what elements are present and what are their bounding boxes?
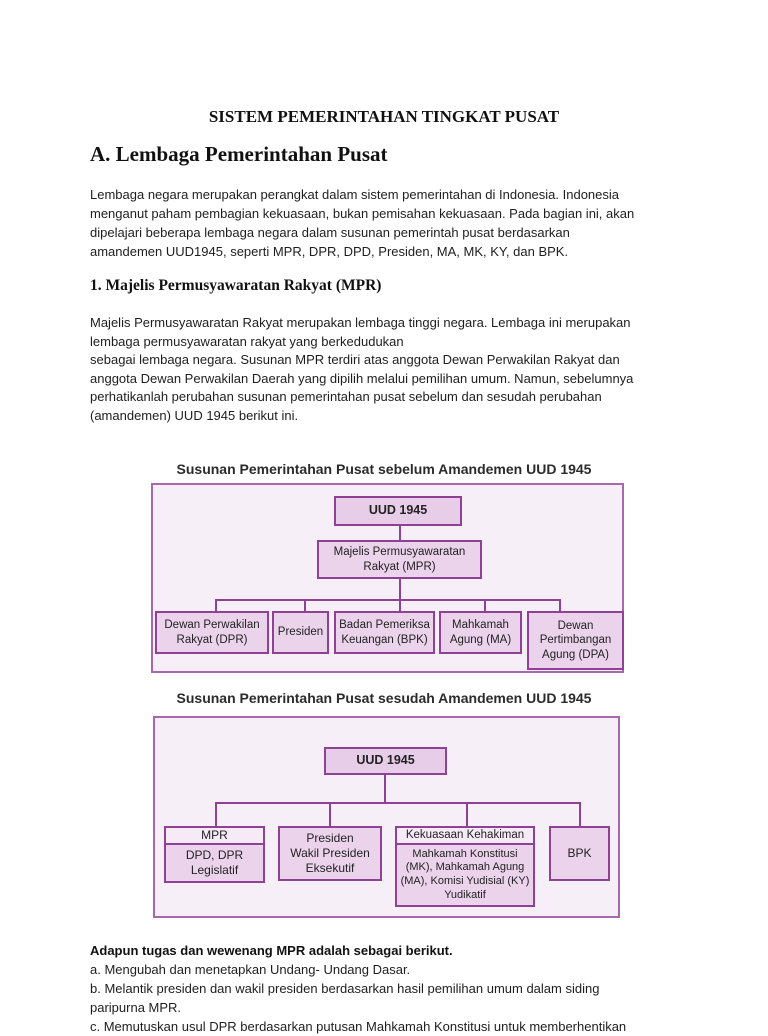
- connector-line: [304, 599, 306, 611]
- connector-line: [579, 802, 581, 826]
- diagram-before-title: Susunan Pemerintahan Pusat sebelum Amand…: [176, 461, 592, 477]
- connector-line: [399, 526, 401, 540]
- task-item-a: a. Mengubah dan menetapkan Undang- Undan…: [90, 962, 411, 977]
- intro-paragraph: Lembaga negara merupakan perangkat dalam…: [90, 187, 635, 259]
- subsection-heading: 1. Majelis Permusyawaratan Rakyat (MPR): [90, 277, 382, 294]
- diagram-before-dpa-box: Dewan Pertimbangan Agung (DPA): [527, 611, 624, 670]
- diagram-before-mpr-box: Majelis Permusyawaratan Rakyat (MPR): [317, 540, 482, 579]
- diagram-after-bpk-box: BPK: [549, 826, 610, 881]
- connector-line: [329, 802, 331, 826]
- connector-line: [215, 599, 217, 611]
- connector-line: [559, 599, 561, 611]
- diagram-after-mpr-body-box: DPD, DPR Legislatif: [164, 843, 265, 883]
- tasks-heading: Adapun tugas dan wewenang MPR adalah seb…: [90, 943, 453, 958]
- connector-line: [215, 802, 581, 804]
- page-title: SISTEM PEMERINTAHAN TINGKAT PUSAT: [208, 107, 560, 126]
- connector-line: [215, 599, 561, 601]
- diagram-before-presiden-box: Presiden: [272, 611, 329, 654]
- connector-line: [399, 599, 401, 611]
- diagram-before-amendment: UUD 1945 Majelis Permusyawaratan Rakyat …: [151, 483, 624, 673]
- diagram-before-root-box: UUD 1945: [334, 496, 462, 526]
- section-heading: A. Lembaga Pemerintahan Pusat: [90, 142, 388, 166]
- diagram-after-root-box: UUD 1945: [324, 747, 447, 775]
- connector-line: [399, 579, 401, 599]
- diagram-after-amendment: UUD 1945 MPR DPD, DPR Legislatif Preside…: [153, 716, 620, 918]
- diagram-after-kehakiman-header-box: Kekuasaan Kehakiman: [395, 826, 535, 845]
- diagram-after-title: Susunan Pemerintahan Pusat sesudah Amand…: [176, 690, 592, 706]
- diagram-after-kehakiman-body-box: Mahkamah Konstitusi (MK), Mahkamah Agung…: [395, 843, 535, 907]
- diagram-before-bpk-box: Badan Pemeriksa Keuangan (BPK): [334, 611, 435, 654]
- mpr-paragraph: Majelis Permusyawaratan Rakyat merupakan…: [90, 315, 634, 423]
- connector-line: [384, 775, 386, 802]
- connector-line: [215, 802, 217, 826]
- connector-line: [484, 599, 486, 611]
- diagram-after-presiden-box: Presiden Wakil Presiden Eksekutif: [278, 826, 382, 881]
- task-item-c: c. Memutuskan usul DPR berdasarkan putus…: [90, 1019, 627, 1034]
- task-item-b: b. Melantik presiden dan wakil presiden …: [90, 981, 600, 1015]
- connector-line: [466, 802, 468, 826]
- diagram-before-ma-box: Mahkamah Agung (MA): [439, 611, 522, 654]
- diagram-before-dpr-box: Dewan Perwakilan Rakyat (DPR): [155, 611, 269, 654]
